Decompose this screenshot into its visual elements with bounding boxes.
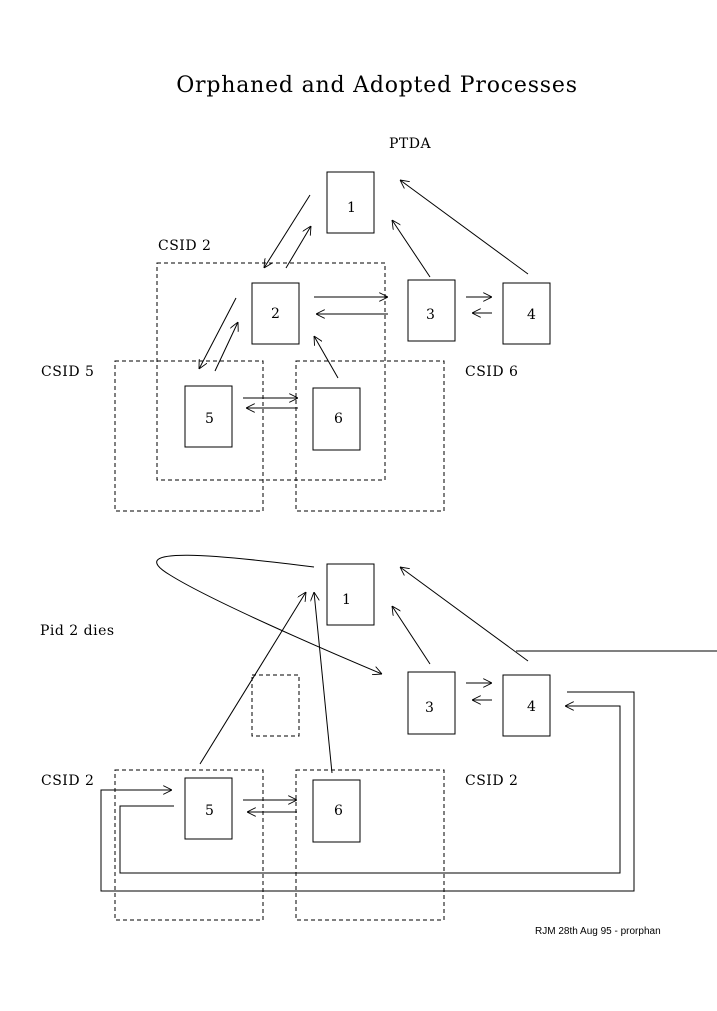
csid-2-left-label: CSID 2 — [41, 773, 94, 789]
process-3-after: 3 — [407, 671, 456, 735]
process-6: 6 — [312, 387, 361, 451]
svg-text:4: 4 — [527, 699, 536, 715]
svg-text:1: 1 — [342, 592, 351, 608]
svg-text:5: 5 — [205, 803, 214, 819]
process-3: 3 — [407, 279, 456, 342]
process-5-after: 5 — [184, 777, 233, 840]
bottom-arrows — [100, 554, 717, 892]
csid-6-region — [295, 360, 445, 512]
svg-text:5: 5 — [205, 411, 214, 427]
ptda-label: PTDA — [389, 136, 431, 152]
csid-6-label: CSID 6 — [465, 364, 518, 380]
csid-2-label: CSID 2 — [158, 238, 211, 254]
svg-text:6: 6 — [334, 411, 343, 427]
process-1: 1 — [326, 171, 375, 234]
svg-text:4: 4 — [527, 307, 536, 323]
top-diagram: PTDA CSID 2 CSID 5 CSID 6 1 2 3 4 5 — [41, 136, 551, 512]
process-4-after: 4 — [502, 674, 551, 737]
csid-5-label: CSID 5 — [41, 364, 94, 380]
process-4: 4 — [502, 282, 551, 345]
credit-text: RJM 28th Aug 95 - prorphan — [535, 926, 661, 937]
csid-5-region — [114, 360, 264, 512]
top-arrows — [199, 180, 529, 408]
svg-text:1: 1 — [347, 200, 356, 216]
csid-2-right-label: CSID 2 — [465, 773, 518, 789]
svg-text:2: 2 — [271, 306, 280, 322]
svg-text:3: 3 — [425, 700, 434, 716]
svg-text:3: 3 — [426, 307, 435, 323]
diagram-title: Orphaned and Adopted Processes — [176, 73, 578, 98]
csid-2-right-region — [295, 769, 445, 921]
process-1-after: 1 — [326, 563, 375, 626]
dead-process-2-placeholder — [251, 674, 300, 737]
process-6-after: 6 — [312, 779, 361, 843]
process-5: 5 — [184, 385, 233, 448]
csid-2-left-region — [114, 769, 264, 921]
pid-2-dies-label: Pid 2 dies — [40, 623, 115, 639]
bottom-diagram: Pid 2 dies CSID 2 CSID 2 1 3 4 5 6 — [40, 554, 717, 921]
process-2: 2 — [251, 282, 300, 345]
svg-text:6: 6 — [334, 803, 343, 819]
